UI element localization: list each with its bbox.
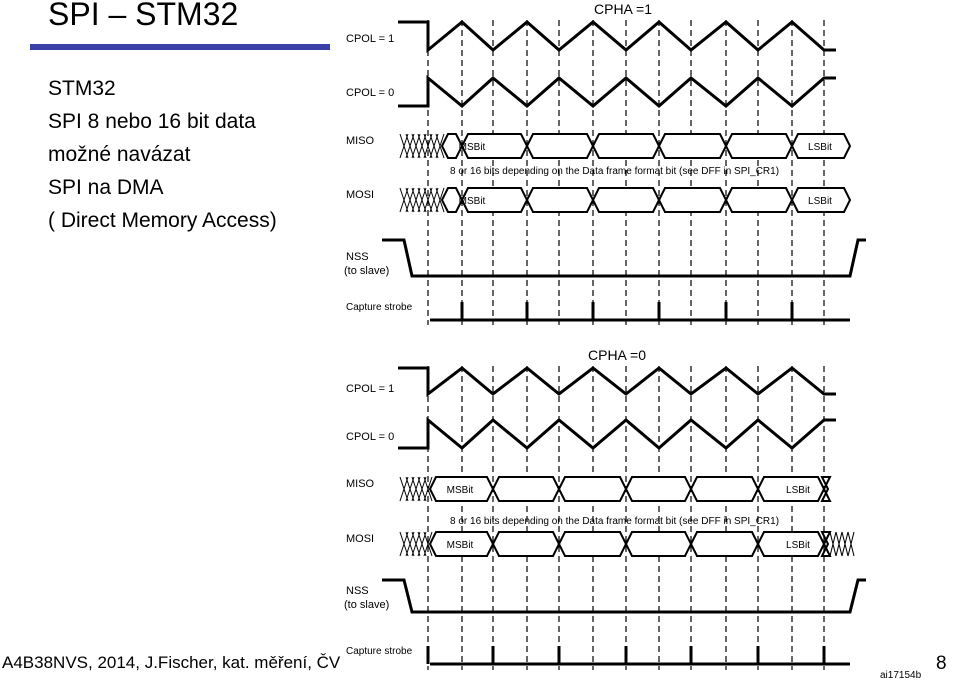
mosi-bit-cell — [657, 187, 728, 213]
miso-bit-cell — [657, 133, 728, 159]
signal-label-miso: MISO — [346, 135, 375, 147]
miso-lsbit-label: LSBit — [786, 485, 810, 496]
mosi-bit-cell — [591, 187, 661, 213]
undefined-state-hatch — [405, 187, 415, 213]
mosi-bit-cell — [820, 531, 832, 557]
miso-bit-cell — [724, 133, 794, 159]
undefined-state-hatch — [411, 531, 421, 557]
figure-ref-label: ai17154b — [880, 670, 922, 681]
signal-label-nss-sub: (to slave) — [344, 599, 389, 611]
nss-waveform — [382, 578, 866, 614]
sck-cpol0-waveform — [398, 416, 836, 450]
undefined-state-hatch — [417, 133, 427, 159]
page-number: 8 — [936, 653, 947, 674]
sck-cpol1-waveform — [398, 366, 836, 398]
signal-label-cpol1: CPOL = 1 — [346, 383, 394, 395]
miso-bit-cell — [591, 133, 661, 159]
mosi-bit-cell — [689, 531, 760, 557]
signal-label-cpol1: CPOL = 1 — [346, 33, 394, 45]
title-underline — [30, 44, 330, 50]
signal-label-mosi: MOSI — [346, 533, 374, 545]
miso-bit-cell — [491, 476, 561, 502]
slide-title: SPI – STM32 — [48, 0, 239, 32]
undefined-state-hatch — [847, 531, 855, 557]
miso-lsbit-label: LSBit — [808, 142, 832, 153]
bullet-item: STM32 — [48, 77, 116, 100]
undefined-state-hatch — [405, 476, 415, 502]
undefined-state-hatch — [841, 531, 849, 557]
undefined-state-hatch — [411, 187, 421, 213]
undefined-state-hatch — [399, 476, 409, 502]
miso-bit-cell — [689, 476, 760, 502]
signal-label-miso: MISO — [346, 478, 375, 490]
undefined-state-hatch — [423, 476, 433, 502]
undefined-state-hatch — [423, 133, 433, 159]
undefined-state-hatch — [829, 531, 837, 557]
undefined-state-hatch — [435, 133, 445, 159]
mosi-lsbit-label: LSBit — [786, 540, 810, 551]
mosi-bit-cell — [557, 531, 628, 557]
mosi-bit-cell — [525, 187, 595, 213]
footer-text: A4B38NVS, 2014, J.Fischer, kat. měření, … — [2, 653, 341, 672]
signal-label-capture: Capture strobe — [346, 646, 413, 657]
miso-msbit-label: MSBit — [459, 142, 486, 153]
undefined-state-hatch — [405, 133, 415, 159]
miso-msbit-label: MSBit — [447, 485, 474, 496]
bullet-list: STM32 SPI 8 nebo 16 bit data možné naváz… — [48, 72, 277, 237]
undefined-state-hatch — [399, 187, 409, 213]
undefined-state-hatch — [417, 187, 427, 213]
mosi-bit-cell — [724, 187, 794, 213]
sck-cpol1-waveform — [398, 20, 836, 54]
signal-label-cpol0: CPOL = 0 — [346, 87, 394, 99]
undefined-state-hatch — [405, 531, 415, 557]
mosi-bit-cell — [624, 531, 693, 557]
undefined-state-hatch — [429, 133, 439, 159]
nss-waveform — [382, 238, 866, 278]
sck-cpol0-waveform — [398, 74, 836, 108]
undefined-state-hatch — [835, 531, 843, 557]
panel-title: CPHA =1 — [594, 1, 652, 17]
signal-label-nss: NSS — [346, 251, 369, 263]
miso-bit-cell — [624, 476, 693, 502]
miso-bit-cell — [790, 133, 852, 159]
undefined-state-hatch — [411, 476, 421, 502]
signal-label-cpol0: CPOL = 0 — [346, 431, 394, 443]
mosi-bit-cell — [790, 187, 852, 213]
undefined-state-hatch — [423, 531, 433, 557]
bullet-item: SPI na DMA — [48, 176, 164, 199]
signal-label-nss-sub: (to slave) — [344, 265, 389, 277]
panel-title: CPHA =0 — [588, 347, 646, 363]
bullet-item: ( Direct Memory Access) — [48, 209, 277, 232]
signal-label-mosi: MOSI — [346, 189, 374, 201]
mosi-bit-cell — [491, 531, 561, 557]
undefined-state-hatch — [399, 531, 409, 557]
miso-bit-cell — [820, 476, 832, 502]
undefined-state-hatch — [417, 531, 427, 557]
mosi-msbit-label: MSBit — [459, 196, 486, 207]
undefined-state-hatch — [411, 133, 421, 159]
signal-label-capture: Capture strobe — [346, 302, 413, 313]
signal-label-nss: NSS — [346, 585, 369, 597]
bullet-item: SPI 8 nebo 16 bit data — [48, 110, 256, 133]
mosi-msbit-label: MSBit — [447, 540, 474, 551]
mosi-lsbit-label: LSBit — [808, 196, 832, 207]
undefined-state-hatch — [423, 187, 433, 213]
dff-note: 8 or 16 bits depending on the Data frame… — [450, 516, 779, 527]
undefined-state-hatch — [435, 187, 445, 213]
bullet-item: možné navázat — [48, 143, 191, 166]
miso-bit-cell — [525, 133, 595, 159]
undefined-state-hatch — [399, 133, 409, 159]
dff-note: 8 or 16 bits depending on the Data frame… — [450, 166, 779, 177]
miso-bit-cell — [557, 476, 628, 502]
undefined-state-hatch — [417, 476, 427, 502]
undefined-state-hatch — [429, 187, 439, 213]
